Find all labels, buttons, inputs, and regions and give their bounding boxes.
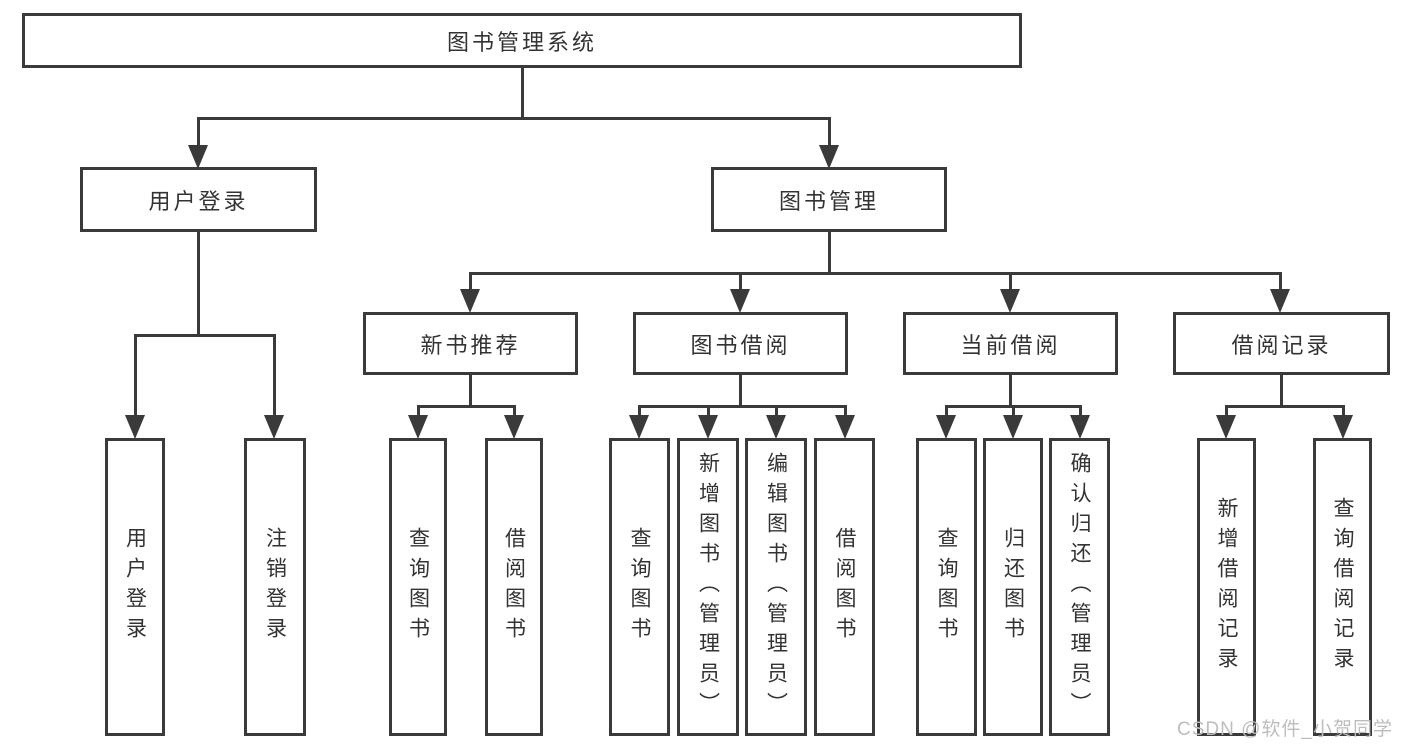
arrowhead-icon [1270,289,1290,313]
connector-line [945,406,948,417]
connector-line [197,232,200,335]
connector-line [638,406,641,417]
arrowhead-icon [408,415,428,439]
arrowhead-icon [835,415,855,439]
leaf-return-books: 归还图书 [983,438,1043,736]
connector-line [1342,406,1345,417]
arrowhead-icon [264,415,284,439]
connector-line [739,375,742,406]
connector-line [513,406,516,417]
arrowhead-icon [819,145,839,169]
arrowhead-icon [460,289,480,313]
leaf-query-books-borrow: 查询图书 [609,438,670,736]
leaf-add-books-admin: 新增图书（管理员） [677,438,739,736]
leaf-query-borrow-record: 查询借阅记录 [1313,438,1372,736]
arrowhead-icon [125,415,145,439]
arrowhead-icon [1216,415,1236,439]
connector-line [1279,273,1282,291]
arrowhead-icon [1000,289,1020,313]
node-book-management: 图书管理 [711,167,947,232]
leaf-confirm-return-admin-label: 确认归还（管理员） [1068,452,1091,722]
leaf-logout: 注销登录 [244,438,306,736]
node-current-borrow-label: 当前借阅 [960,332,1061,358]
leaf-logout-label: 注销登录 [263,527,287,647]
leaf-query-books-current: 查询图书 [916,438,977,736]
leaf-borrow-books-label: 借阅图书 [833,527,856,647]
arrowhead-icon [504,415,524,439]
connector-line [469,375,472,406]
leaf-add-borrow-record: 新增借阅记录 [1197,438,1256,736]
node-new-book-recommend-label: 新书推荐 [420,332,521,358]
connector-line [775,406,778,417]
leaf-edit-books-admin-label: 编辑图书（管理员） [764,452,788,722]
leaf-user-login: 用户登录 [105,438,165,736]
arrowhead-icon [730,289,750,313]
connector-line [469,272,1282,275]
connector-line [1009,375,1012,406]
arrowhead-icon [1333,415,1353,439]
node-new-book-recommend: 新书推荐 [363,312,578,375]
node-user-login: 用户登录 [80,167,317,232]
arrowhead-icon [1003,415,1023,439]
leaf-borrow-books-recommend: 借阅图书 [485,438,543,736]
connector-line [844,406,847,417]
connector-line [417,406,420,417]
leaf-query-books-current-label: 查询图书 [935,527,958,647]
connector-line [417,405,516,408]
node-book-borrow: 图书借阅 [633,312,848,375]
connector-line [134,335,137,417]
node-root-label: 图书管理系统 [446,29,597,55]
leaf-add-borrow-record-label: 新增借阅记录 [1215,497,1238,677]
connector-line [1225,406,1228,417]
leaf-edit-books-admin: 编辑图书（管理员） [745,438,807,736]
connector-line [828,232,831,273]
leaf-add-books-admin-label: 新增图书（管理员） [696,452,720,722]
leaf-user-login-label: 用户登录 [123,527,147,647]
connector-line [197,117,831,120]
leaf-query-books-borrow-label: 查询图书 [628,527,651,647]
leaf-borrow-books: 借阅图书 [814,438,875,736]
connector-line [1225,405,1345,408]
connector-line [638,405,847,408]
connector-line [739,273,742,291]
connector-line [1009,273,1012,291]
connector-line [828,118,831,148]
node-book-management-label: 图书管理 [778,188,879,214]
node-book-borrow-label: 图书借阅 [690,332,791,358]
connector-line [469,273,472,291]
arrowhead-icon [936,415,956,439]
connector-line [1079,406,1082,417]
node-borrow-records-label: 借阅记录 [1231,332,1332,358]
leaf-confirm-return-admin: 确认归还（管理员） [1049,438,1110,736]
connector-line [1280,375,1283,406]
arrowhead-icon [766,415,786,439]
leaf-return-books-label: 归还图书 [1001,527,1025,647]
watermark-text: CSDN @软件_小贺同学 [1177,719,1393,740]
leaf-borrow-books-recommend-label: 借阅图书 [502,527,526,647]
connector-line [273,335,276,417]
arrowhead-icon [1070,415,1090,439]
arrowhead-icon [698,415,718,439]
connector-line [707,406,710,417]
node-current-borrow: 当前借阅 [903,312,1118,375]
connector-line [521,68,524,118]
connector-line [197,118,200,148]
node-user-login-label: 用户登录 [148,188,249,214]
connector-line [1012,406,1015,417]
leaf-query-books-recommend-label: 查询图书 [406,527,430,647]
node-borrow-records: 借阅记录 [1173,312,1390,375]
connector-line [134,334,276,337]
arrowhead-icon [629,415,649,439]
leaf-query-borrow-record-label: 查询借阅记录 [1331,497,1354,677]
leaf-query-books-recommend: 查询图书 [389,438,447,736]
node-root: 图书管理系统 [22,13,1022,68]
arrowhead-icon [188,145,208,169]
